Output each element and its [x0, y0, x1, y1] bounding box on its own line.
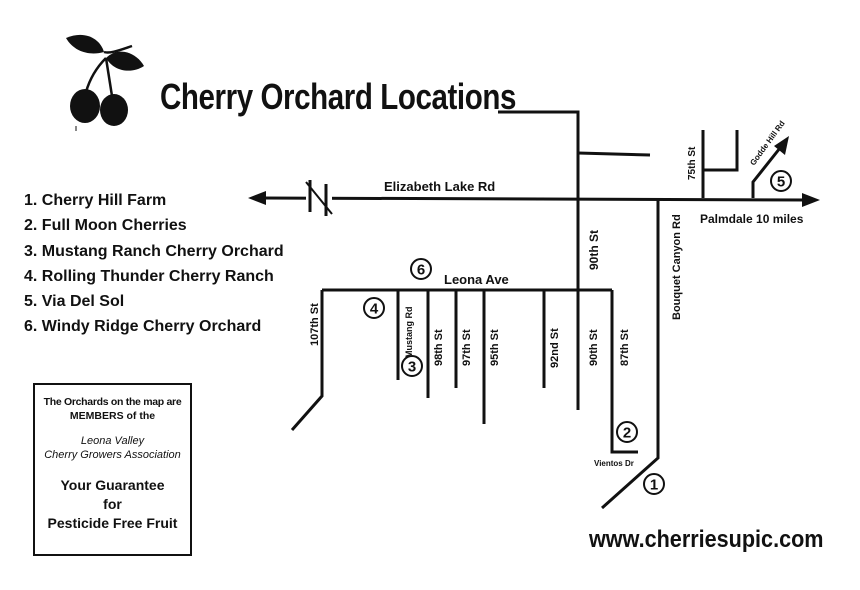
road-107th-st: [290, 290, 324, 431]
label-92nd: 92nd St: [549, 328, 561, 368]
arrow-east-icon: [802, 193, 820, 207]
label-87th: 87th St: [619, 329, 631, 366]
road-90th-st: [498, 110, 580, 410]
label-107th: 107th St: [309, 303, 321, 346]
legend-item: 1. Cherry Hill Farm: [24, 192, 167, 209]
legend-item: 4. Rolling Thunder Cherry Ranch: [24, 267, 274, 285]
road-75th-loop: [703, 130, 739, 172]
orchard-legend: 1. Cherry Hill Farm 2. Full Moon Cherrie…: [24, 188, 284, 340]
legend-item: 6. Windy Ridge Cherry Orchard: [24, 318, 262, 336]
website-link[interactable]: www.cherriesupic.com: [589, 526, 824, 553]
road-godde-hill: [751, 147, 782, 198]
arrow-west-icon: [248, 191, 266, 205]
label-bouquet-canyon: Bouquet Canyon Rd: [671, 214, 683, 320]
info-line: MEMBERS of the: [69, 410, 156, 422]
info-line: Leona Valley: [80, 435, 145, 447]
marker-4-label: 4: [370, 301, 379, 318]
road-bouquet-canyon: [601, 200, 660, 510]
guarantee-text: Your Guarantee for Pesticide Free Fruit: [35, 476, 190, 533]
legend-item: 5. Via Del Sol: [24, 293, 125, 311]
page-title: Cherry Orchard Locations: [160, 76, 516, 117]
road-87th: [610, 290, 638, 454]
label-leona-ave: Leona Ave: [444, 272, 509, 287]
association-name: Leona Valley Cherry Growers Association: [35, 434, 190, 462]
marker-4[interactable]: 4: [363, 297, 385, 319]
marker-5[interactable]: 5: [770, 170, 792, 192]
info-line: Cherry Growers Association: [44, 449, 181, 461]
info-line: for: [103, 496, 122, 512]
label-90th-north: 90th St: [587, 230, 601, 270]
label-mustang: Mustang Rd: [404, 307, 414, 359]
marker-3[interactable]: 3: [401, 355, 423, 377]
membership-info-box: The Orchards on the map are MEMBERS of t…: [33, 383, 192, 556]
marker-6[interactable]: 6: [410, 258, 432, 280]
info-line: Your Guarantee: [60, 477, 165, 493]
road-break-icon: [305, 180, 333, 216]
label-palmdale: Palmdale 10 miles: [700, 212, 804, 226]
road-spur: [577, 151, 651, 157]
road-elizabeth-lake: [261, 196, 809, 202]
info-line: Pesticide Free Fruit: [47, 515, 178, 531]
legend-item: 2. Full Moon Cherries: [24, 217, 187, 235]
arrow-northeast-icon: [774, 136, 789, 155]
label-98th: 98th St: [433, 329, 445, 366]
marker-2[interactable]: 2: [616, 421, 638, 443]
label-elizabeth-lake: Elizabeth Lake Rd: [384, 179, 495, 194]
marker-1[interactable]: 1: [643, 473, 665, 495]
marker-5-label: 5: [777, 174, 785, 191]
label-75th: 75th St: [687, 146, 698, 180]
label-vientos: Vientos Dr: [594, 459, 634, 468]
label-90th-south: 90th St: [588, 329, 600, 366]
marker-6-label: 6: [417, 262, 425, 279]
marker-3-label: 3: [408, 359, 416, 376]
marker-1-label: 1: [650, 477, 658, 494]
legend-item: 3. Mustang Ranch Cherry Orchard: [24, 242, 284, 260]
info-line: The Orchards on the map are: [43, 396, 182, 408]
marker-2-label: 2: [623, 425, 631, 442]
cherries-icon: [66, 34, 144, 131]
label-97th: 97th St: [461, 329, 473, 366]
label-95th: 95th St: [489, 329, 501, 366]
